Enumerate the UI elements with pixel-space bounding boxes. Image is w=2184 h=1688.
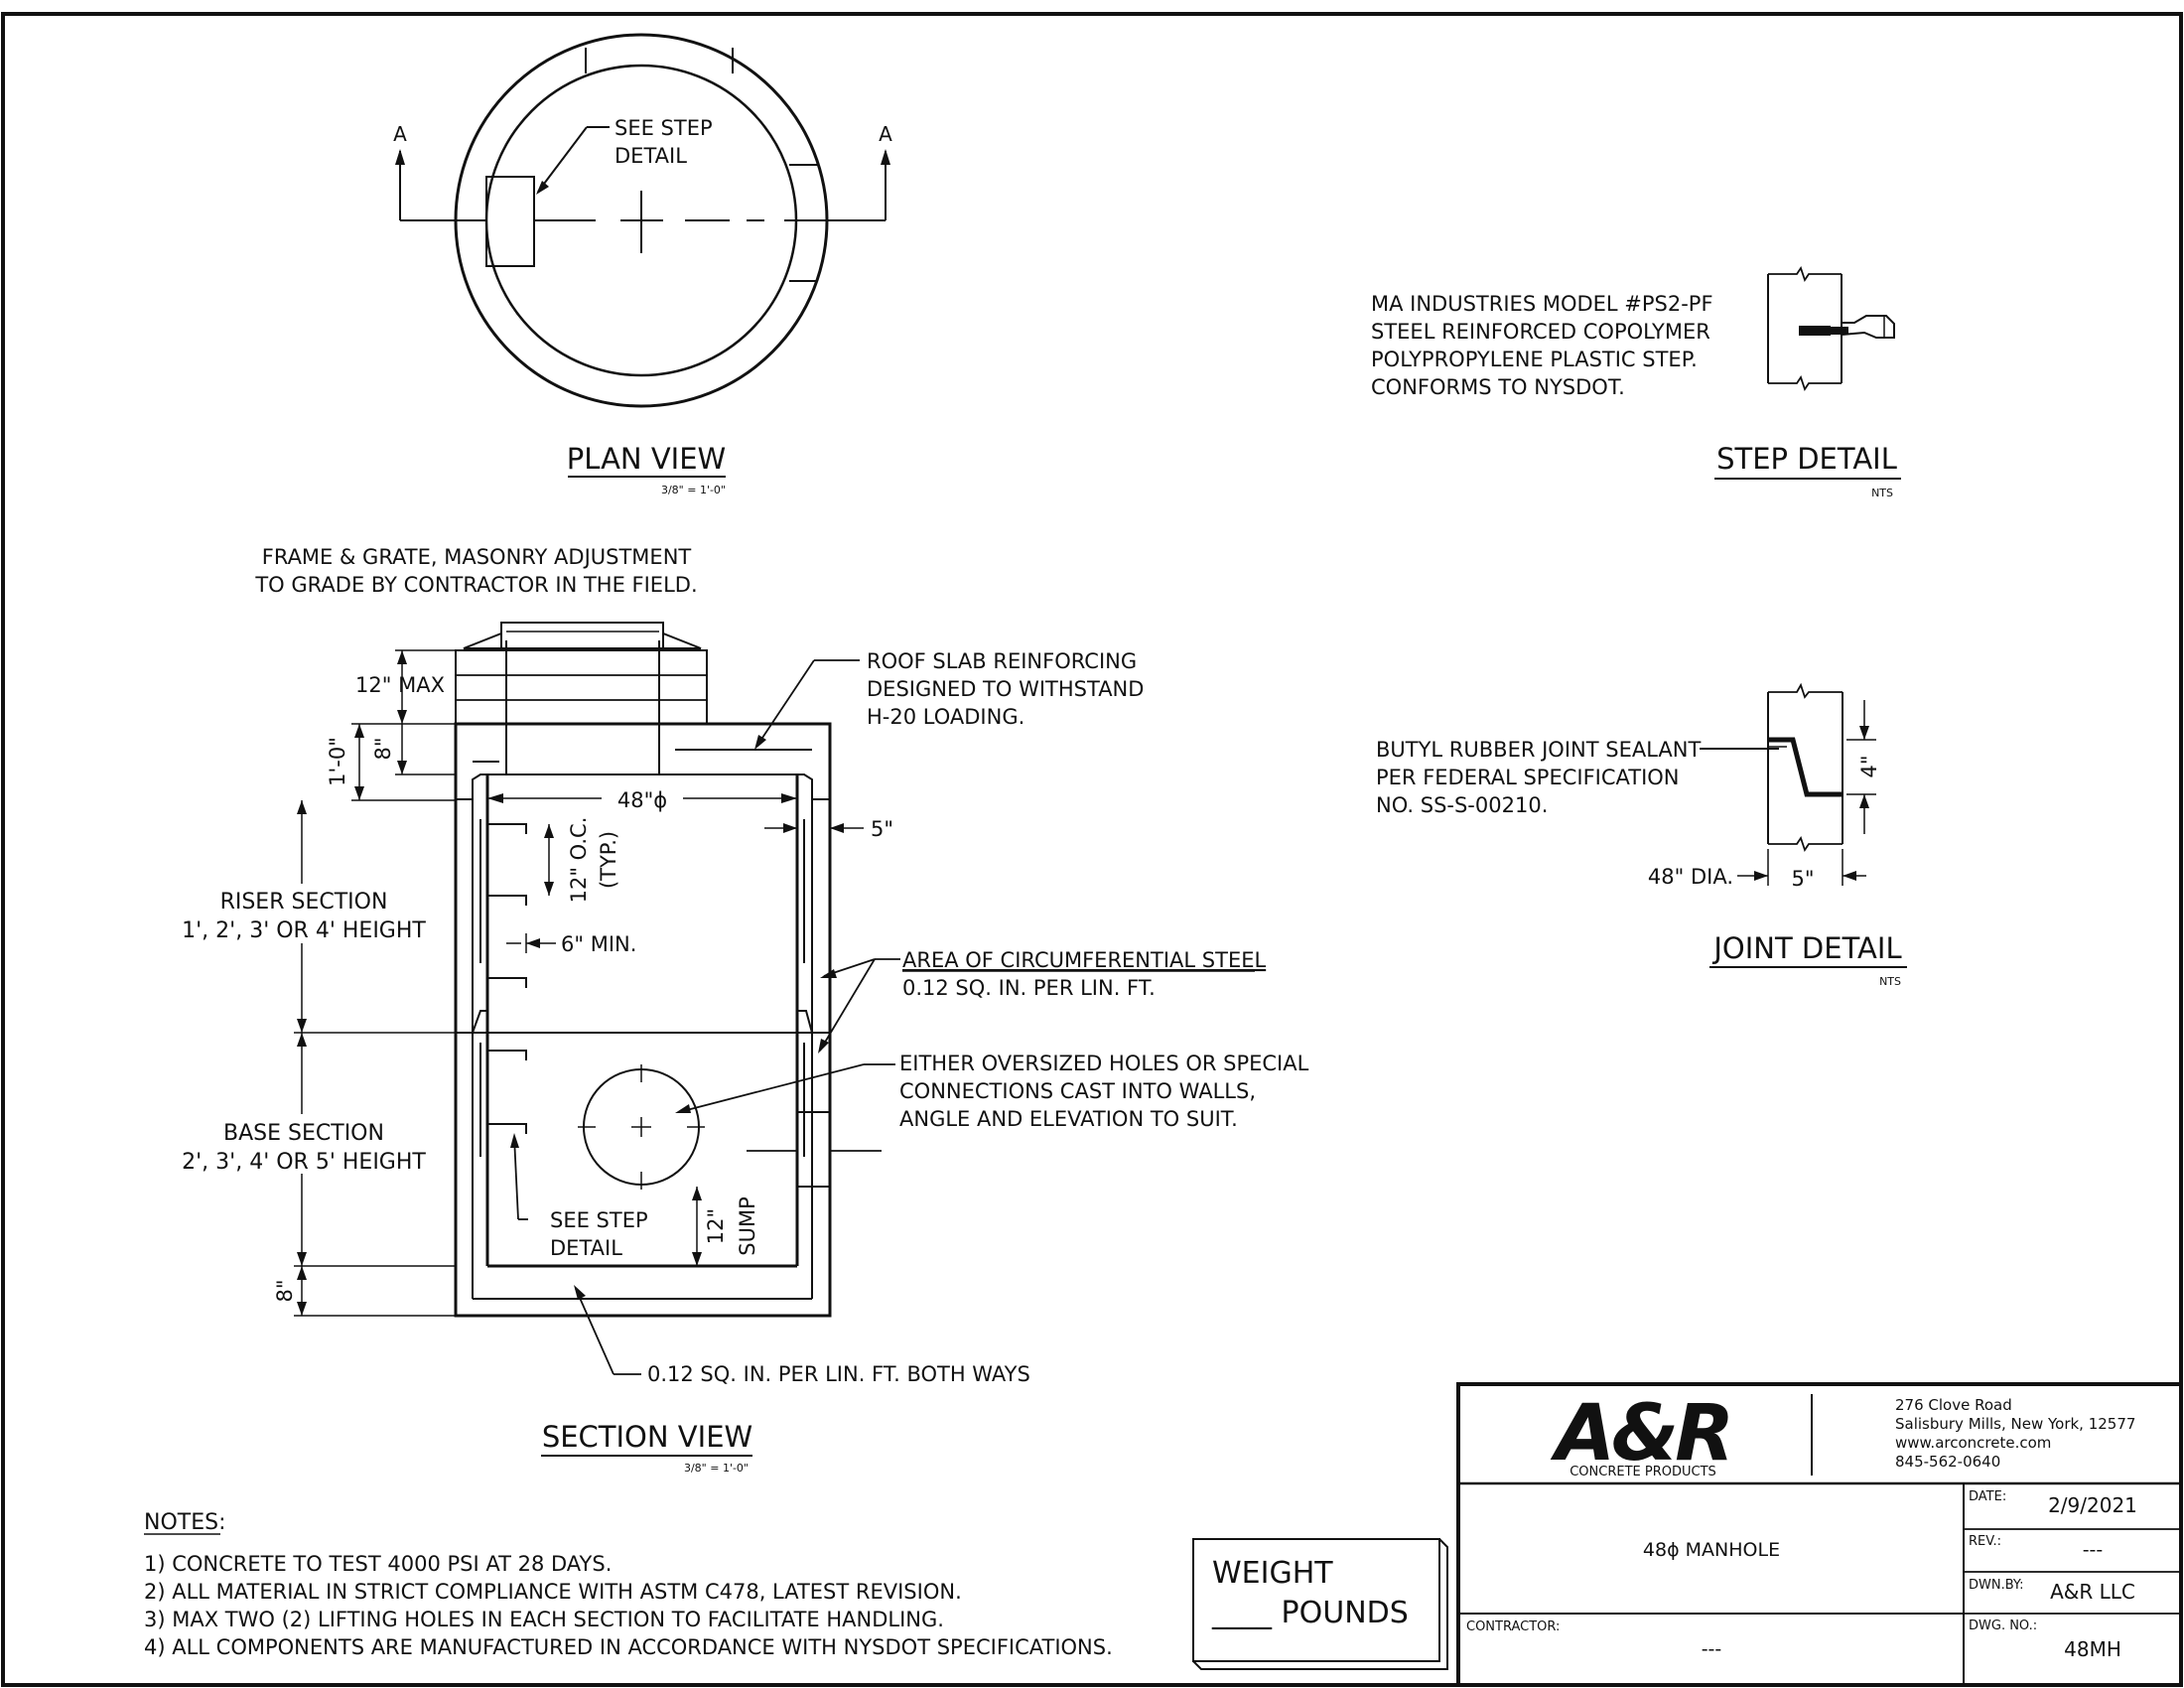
dim-8-top: 8" xyxy=(371,737,395,760)
notes-heading: NOTES: xyxy=(144,1510,226,1535)
contractor-value: --- xyxy=(1702,1638,1722,1660)
riser-label-1: RISER SECTION xyxy=(220,890,388,914)
plan-step-box xyxy=(485,176,535,267)
note-1: 1) CONCRETE TO TEST 4000 PSI AT 28 DAYS. xyxy=(144,1552,612,1576)
section-view: FRAME & GRATE, MASONRY ADJUSTMENT TO GRA… xyxy=(179,545,1309,1475)
contractor-label: CONTRACTOR: xyxy=(1466,1619,1560,1634)
frame-note-2: TO GRADE BY CONTRACTOR IN THE FIELD. xyxy=(254,573,697,597)
dim-48: 48"ϕ xyxy=(617,788,667,812)
weight-label: WEIGHT xyxy=(1212,1556,1333,1591)
section-mark-right: A xyxy=(879,122,892,146)
step-detail-line-4: CONFORMS TO NYSDOT. xyxy=(1371,375,1625,399)
note-4: 4) ALL COMPONENTS ARE MANUFACTURED IN AC… xyxy=(144,1635,1113,1659)
drawn-value: A&R LLC xyxy=(2050,1580,2135,1604)
drawing-title: 48ϕ MANHOLE xyxy=(1643,1539,1780,1561)
address-line-2: Salisbury Mills, New York, 12577 xyxy=(1895,1415,2135,1433)
base-label-1: BASE SECTION xyxy=(223,1121,384,1146)
dim-5: 5" xyxy=(871,817,893,841)
step-detail-scale: NTS xyxy=(1871,487,1893,499)
step-detail-line-3: POLYPROPYLENE PLASTIC STEP. xyxy=(1371,348,1698,371)
dim-1-0: 1'-0" xyxy=(326,737,349,786)
roof-note-3: H-20 LOADING. xyxy=(867,705,1024,729)
step-detail-line-2: STEEL REINFORCED COPOLYMER xyxy=(1371,320,1710,344)
joint-sealant xyxy=(1768,737,1843,797)
holes-note-2: CONNECTIONS CAST INTO WALLS, xyxy=(899,1079,1256,1103)
joint-dim-dia: 48" DIA. xyxy=(1648,865,1733,889)
dim-typ: (TYP.) xyxy=(597,831,620,889)
plan-view-title: PLAN VIEW xyxy=(567,442,726,476)
dim-12-sump: 12" xyxy=(704,1208,728,1244)
joint-line-2: PER FEDERAL SPECIFICATION xyxy=(1376,766,1680,789)
address-line-1: 276 Clove Road xyxy=(1895,1396,2012,1414)
dim-8-bot: 8" xyxy=(273,1279,297,1302)
notes: NOTES: 1) CONCRETE TO TEST 4000 PSI AT 2… xyxy=(144,1510,1113,1659)
plan-step-note-1: SEE STEP xyxy=(614,116,713,140)
company-logo-sub: CONCRETE PRODUCTS xyxy=(1570,1465,1716,1479)
section-step-note-2: DETAIL xyxy=(550,1236,622,1260)
holes-note-1: EITHER OVERSIZED HOLES OR SPECIAL xyxy=(899,1052,1309,1075)
sheet-border xyxy=(1,12,2183,1687)
dim-12-max: 12" MAX xyxy=(355,673,445,697)
section-view-scale: 3/8" = 1'-0" xyxy=(684,1462,749,1475)
holes-note-3: ANGLE AND ELEVATION TO SUIT. xyxy=(899,1107,1238,1131)
date-value: 2/9/2021 xyxy=(2048,1493,2137,1517)
plan-view-scale: 3/8" = 1'-0" xyxy=(661,484,726,496)
step-detail: MA INDUSTRIES MODEL #PS2-PF STEEL REINFO… xyxy=(1371,265,1901,499)
frame-note-1: FRAME & GRATE, MASONRY ADJUSTMENT xyxy=(262,545,692,569)
joint-line-1: BUTYL RUBBER JOINT SEALANT xyxy=(1376,738,1701,762)
joint-detail: BUTYL RUBBER JOINT SEALANT PER FEDERAL S… xyxy=(1376,682,1907,988)
joint-detail-title: JOINT DETAIL xyxy=(1711,931,1901,965)
rev-label: REV.: xyxy=(1969,1534,2001,1549)
title-block: A&R CONCRETE PRODUCTS 276 Clove Road Sal… xyxy=(1456,1382,2183,1687)
step-detail-title: STEP DETAIL xyxy=(1716,442,1897,476)
riser-label-2: 1', 2', 3' OR 4' HEIGHT xyxy=(182,918,426,943)
joint-dim-wall: 5" xyxy=(1791,867,1814,891)
section-mark-left: A xyxy=(393,122,407,146)
website: www.arconcrete.com xyxy=(1895,1434,2051,1452)
weight-box: WEIGHT ____ POUNDS xyxy=(1192,1538,1448,1670)
section-view-title: SECTION VIEW xyxy=(542,1420,752,1454)
phone: 845-562-0640 xyxy=(1895,1453,2000,1471)
dwg-label: DWG. NO.: xyxy=(1969,1618,2037,1633)
drawn-label: DWN.BY: xyxy=(1969,1578,2024,1593)
note-3: 3) MAX TWO (2) LIFTING HOLES IN EACH SEC… xyxy=(144,1608,944,1631)
step-profile xyxy=(1841,315,1895,339)
step-rungs xyxy=(487,823,527,1134)
joint-line-3: NO. SS-S-00210. xyxy=(1376,793,1548,817)
roof-note-1: ROOF SLAB REINFORCING xyxy=(867,649,1137,673)
frame-grate xyxy=(500,622,664,649)
date-label: DATE: xyxy=(1969,1489,2006,1504)
joint-dim-height: 4" xyxy=(1857,755,1881,777)
circ-steel-2: 0.12 SQ. IN. PER LIN. FT. xyxy=(902,976,1156,1000)
plan-view: A A SEE STEP DETAIL PLAN VIEW 3/8" = 1'-… xyxy=(393,33,892,496)
dim-12-oc: 12" O.C. xyxy=(567,817,591,904)
note-2: 2) ALL MATERIAL IN STRICT COMPLIANCE WIT… xyxy=(144,1580,962,1604)
section-step-note-1: SEE STEP xyxy=(550,1208,648,1232)
dim-6-min: 6" MIN. xyxy=(561,932,636,956)
plan-step-note-2: DETAIL xyxy=(614,144,687,168)
manhole-outer xyxy=(454,722,832,1318)
company-logo: A&R xyxy=(1550,1389,1730,1478)
step-detail-line-1: MA INDUSTRIES MODEL #PS2-PF xyxy=(1371,292,1713,316)
dwg-value: 48MH xyxy=(2064,1637,2121,1661)
adjustment-rings xyxy=(455,649,708,725)
base-label-2: 2', 3', 4' OR 5' HEIGHT xyxy=(182,1150,426,1175)
rev-value: --- xyxy=(2083,1539,2104,1561)
bottom-steel-note: 0.12 SQ. IN. PER LIN. FT. BOTH WAYS xyxy=(647,1362,1030,1386)
weight-pounds: ____ POUNDS xyxy=(1211,1596,1409,1630)
joint-detail-scale: NTS xyxy=(1879,975,1901,988)
sump-label: SUMP xyxy=(736,1196,759,1255)
circ-steel-1: AREA OF CIRCUMFERENTIAL STEEL xyxy=(902,948,1266,972)
roof-note-2: DESIGNED TO WITHSTAND xyxy=(867,677,1144,701)
